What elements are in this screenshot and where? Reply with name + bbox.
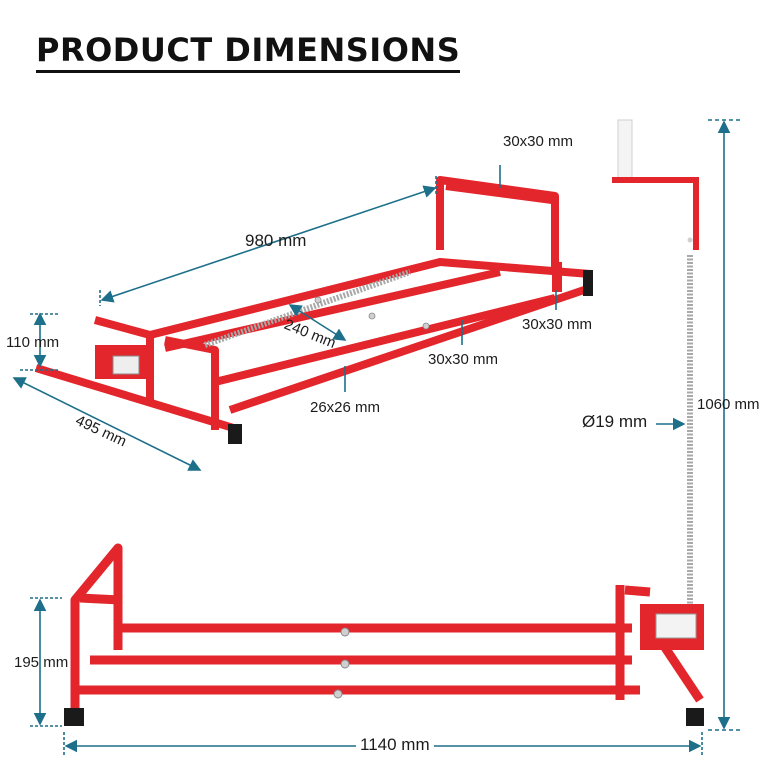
page-title: PRODUCT DIMENSIONS <box>36 30 461 73</box>
side-frame-view <box>64 543 704 726</box>
dim-top-tube-label: 30x30 mm <box>503 133 574 150</box>
dim-middle-tube-label: 30x30 mm <box>428 351 499 368</box>
lift-rod-view <box>612 119 699 610</box>
dim-front-height-label: 195 mm <box>14 654 69 671</box>
dim-height-top-label: 110 mm <box>6 334 60 351</box>
dim-total-length-label: 1140 mm <box>356 736 434 754</box>
dim-rail-tube-label: 26x26 mm <box>310 399 381 416</box>
iso-frame-view <box>34 176 593 444</box>
dim-length-label: 980 mm <box>245 231 307 250</box>
dim-total-height-label: 1060 mm <box>697 396 760 413</box>
dim-side-tube-label: 30x30 mm <box>522 316 593 333</box>
dim-rod-diameter-label: Ø19 mm <box>582 412 648 431</box>
